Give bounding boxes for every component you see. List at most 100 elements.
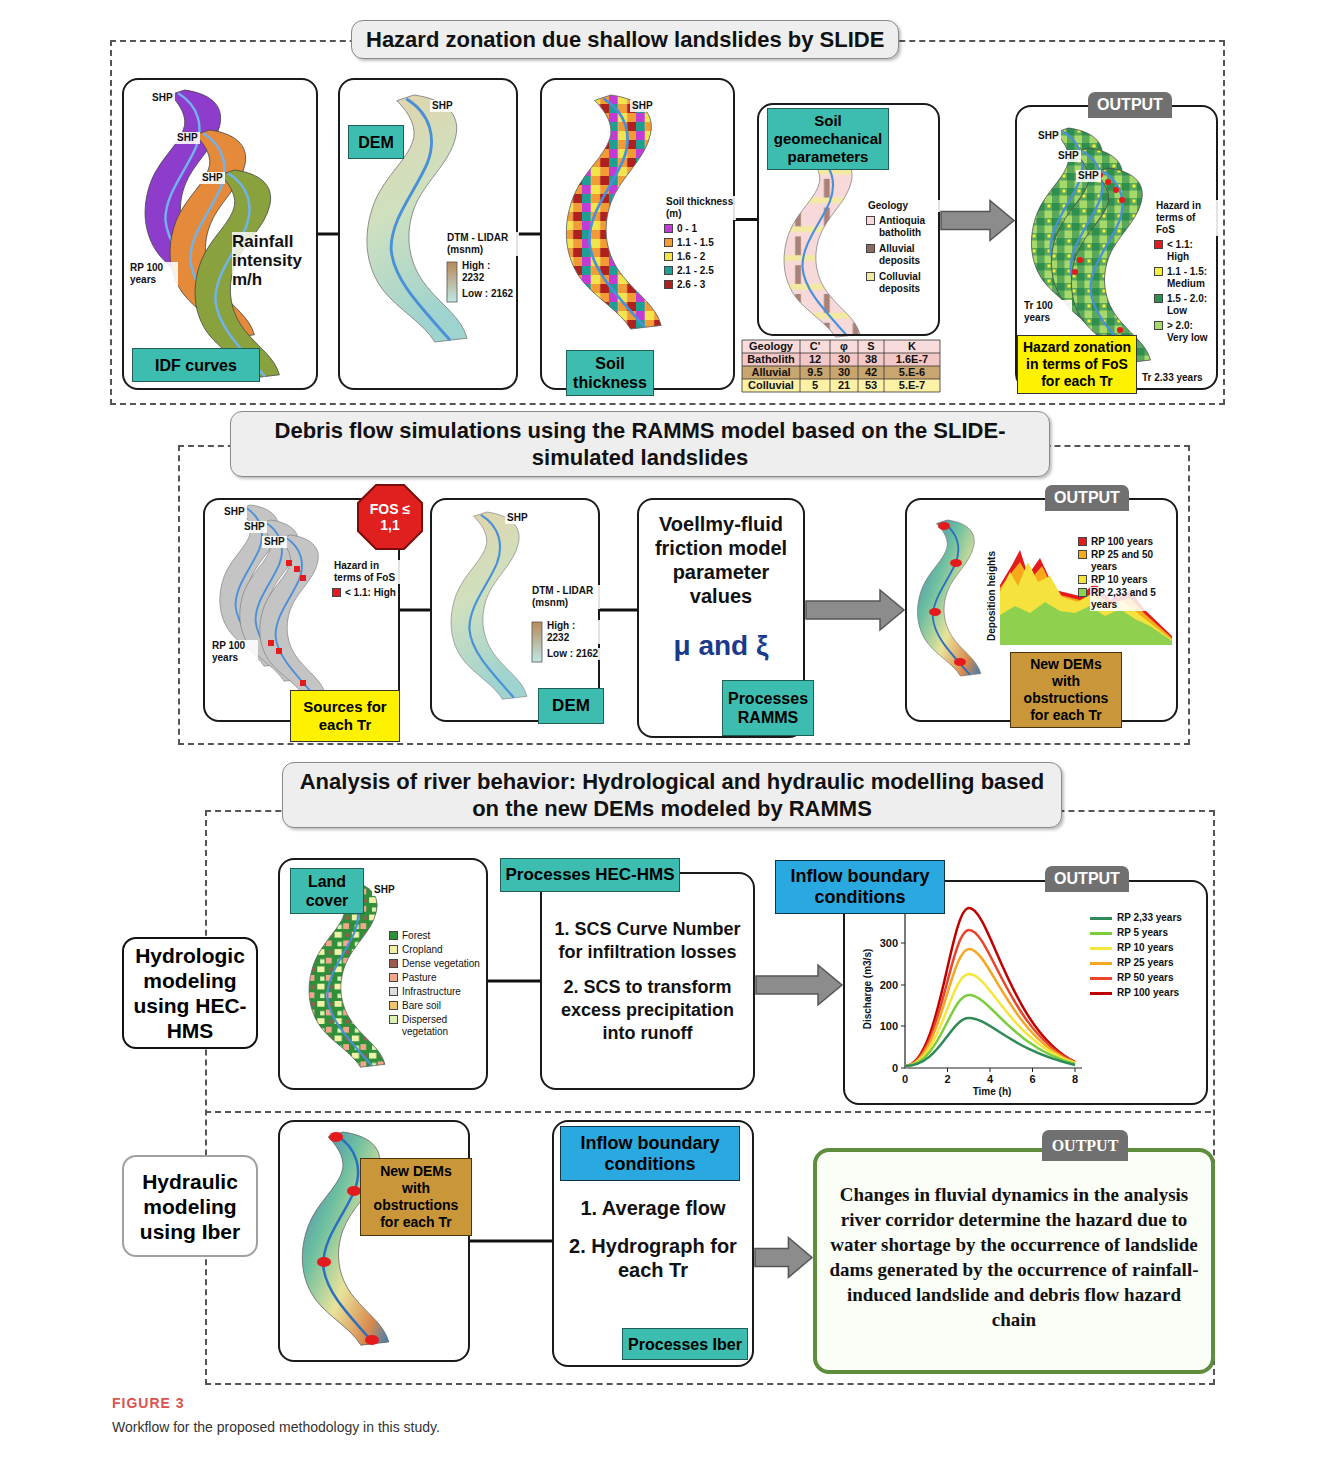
map-label: RP 100 years bbox=[128, 262, 178, 286]
legend-text: RP 100 years bbox=[1090, 536, 1154, 548]
teal-label: Processes Iber bbox=[622, 1328, 748, 1360]
hydrograph-chart bbox=[901, 900, 1082, 1072]
soil-thickness-map bbox=[589, 99, 645, 328]
map-label: SHP bbox=[505, 512, 530, 524]
legend-text: 2.6 - 3 bbox=[676, 279, 706, 291]
legend-item: Dense vegetation bbox=[389, 958, 486, 970]
connector-line bbox=[400, 609, 430, 612]
legend-text: < 1.1: High bbox=[1166, 239, 1216, 263]
legend-text: RP 2,33 and 5 years bbox=[1090, 587, 1176, 611]
output-tab: OUTPUT bbox=[1042, 1130, 1128, 1161]
legend-swatch bbox=[1078, 550, 1087, 559]
axis-title: Discharge (m3/s) bbox=[862, 932, 874, 1046]
landslide-source-maps bbox=[276, 648, 282, 654]
table-cell: Batholith bbox=[742, 353, 800, 366]
teal-label: Processes RAMMS bbox=[722, 680, 814, 736]
legend-title: Geology bbox=[866, 200, 940, 212]
legend-title: Hazard in terms of FoS bbox=[332, 560, 400, 584]
table-cell: S bbox=[858, 340, 884, 353]
legend-text: 2.1 - 2.5 bbox=[676, 265, 715, 277]
debris-flow-map bbox=[933, 522, 970, 674]
hydrograph-chart bbox=[905, 974, 1075, 1066]
legend-item: RP 2,33 and 5 years bbox=[1078, 587, 1176, 611]
legend-swatch bbox=[332, 588, 341, 597]
legend-text: 0 - 1 bbox=[676, 223, 698, 235]
connector-line bbox=[735, 218, 757, 221]
process-step: 2. SCS to transform excess precipitation… bbox=[550, 976, 745, 1045]
legend-swatch bbox=[664, 266, 673, 275]
legend-item: RP 2,33 years bbox=[1090, 912, 1202, 924]
table-cell: φ bbox=[830, 340, 858, 353]
side-label: Hydraulic modeling using Iber bbox=[122, 1155, 258, 1257]
map-label: Tr 100 years bbox=[1022, 300, 1072, 324]
section-frame: Hazard zonation due shallow landslides b… bbox=[110, 40, 1225, 405]
legend-text: Forest bbox=[401, 930, 431, 942]
legend-text: Bare soil bbox=[401, 1000, 442, 1012]
table-cell: 30 bbox=[830, 353, 858, 366]
legend-swatch bbox=[389, 959, 398, 968]
legend-text: Alluvial deposits bbox=[878, 243, 938, 267]
legend-swatch bbox=[389, 973, 398, 982]
node-text: OUTPUT bbox=[1054, 870, 1120, 888]
map-label: SHP bbox=[430, 100, 455, 112]
legend-text: 1.6 - 2 bbox=[676, 251, 706, 263]
axis-tick: 0 bbox=[895, 1072, 915, 1086]
map-panel: SHPLand cover bbox=[278, 858, 488, 1090]
table-cell: 5 bbox=[800, 379, 830, 392]
legend-item: RP 100 years bbox=[1078, 536, 1176, 548]
legend-line-sample bbox=[1090, 992, 1112, 995]
hazard-maps bbox=[1113, 187, 1119, 193]
legend-group: RP 2,33 yearsRP 5 yearsRP 10 yearsRP 25 … bbox=[1090, 912, 1202, 1002]
landslide-source-maps bbox=[300, 680, 306, 686]
map-label: SHP bbox=[150, 92, 175, 104]
connector-line bbox=[318, 233, 338, 236]
blue-label: Inflow boundary conditions bbox=[775, 860, 945, 914]
legend-group: 0 - 1 1.1 - 1.5 1.6 - 2 2.1 - 2.5 2.6 - 3 bbox=[664, 223, 732, 293]
legend-item: Antioquia batholith bbox=[866, 215, 938, 239]
hydrograph-chart bbox=[905, 949, 1075, 1066]
legend-swatch bbox=[664, 238, 673, 247]
legend-swatch bbox=[1078, 588, 1087, 597]
legend-value: Low : 2162 bbox=[545, 648, 601, 660]
hazard-maps bbox=[1091, 171, 1138, 362]
legend-item: Pasture bbox=[389, 972, 486, 984]
obstructed-dem-map bbox=[347, 1186, 361, 1196]
node-text: Processes RAMMS bbox=[727, 689, 809, 727]
section-banner: Debris flow simulations using the RAMMS … bbox=[230, 411, 1050, 477]
legend-item: Colluvial deposits bbox=[866, 271, 938, 295]
table-cell: 12 bbox=[800, 353, 830, 366]
parameter-symbols: μ and ξ bbox=[643, 630, 799, 662]
result-box: Changes in fluvial dynamics in the analy… bbox=[813, 1148, 1215, 1374]
table-cell: Colluvial bbox=[742, 379, 800, 392]
legend-group: RP 100 yearsRP 25 and 50 yearsRP 10 year… bbox=[1078, 536, 1176, 612]
legend-title: DTM - LIDAR (msnm) bbox=[530, 585, 600, 609]
legend-text: 1.1 - 1.5 bbox=[676, 237, 715, 249]
legend-line-sample bbox=[1090, 977, 1112, 980]
landslide-source-maps bbox=[260, 535, 325, 696]
table-cell: 9.5 bbox=[800, 366, 830, 379]
map-panel: SHPSHPSHPRainfall intensity m/hRP 100 ye… bbox=[122, 78, 318, 390]
node-text: DEM bbox=[552, 696, 590, 716]
legend-text: 1.1 - 1.5: Medium bbox=[1166, 266, 1216, 290]
table-cell: 30 bbox=[830, 366, 858, 379]
legend-item: Alluvial deposits bbox=[866, 243, 938, 267]
node-text: Inflow boundary conditions bbox=[565, 1133, 735, 1175]
legend-text: Pasture bbox=[401, 972, 437, 984]
node-text: Soil thickness bbox=[571, 354, 649, 392]
landslide-source-maps bbox=[220, 505, 325, 696]
debris-flow-map bbox=[918, 520, 981, 676]
table-cell: 5.E-7 bbox=[884, 379, 940, 392]
legend-group: < 1.1: High1.1 - 1.5: Medium1.5 - 2.0: L… bbox=[1154, 239, 1216, 347]
legend-item: 1.1 - 1.5 bbox=[664, 237, 732, 249]
legend-item: RP 10 years bbox=[1078, 574, 1176, 586]
axis-tick: 8 bbox=[1065, 1072, 1085, 1086]
map-label: SHP bbox=[200, 172, 225, 184]
axis-tick: 6 bbox=[1023, 1072, 1043, 1086]
map-label: SHP bbox=[222, 506, 247, 518]
legend-item: Cropland bbox=[389, 944, 486, 956]
table-cell: 42 bbox=[858, 366, 884, 379]
legend-swatch bbox=[1154, 240, 1163, 249]
legend-swatch bbox=[1154, 321, 1163, 330]
dem-map bbox=[447, 262, 457, 302]
map-panel: SHPSHPSHPHazard in terms of FoSRP 100 ye… bbox=[203, 498, 400, 722]
